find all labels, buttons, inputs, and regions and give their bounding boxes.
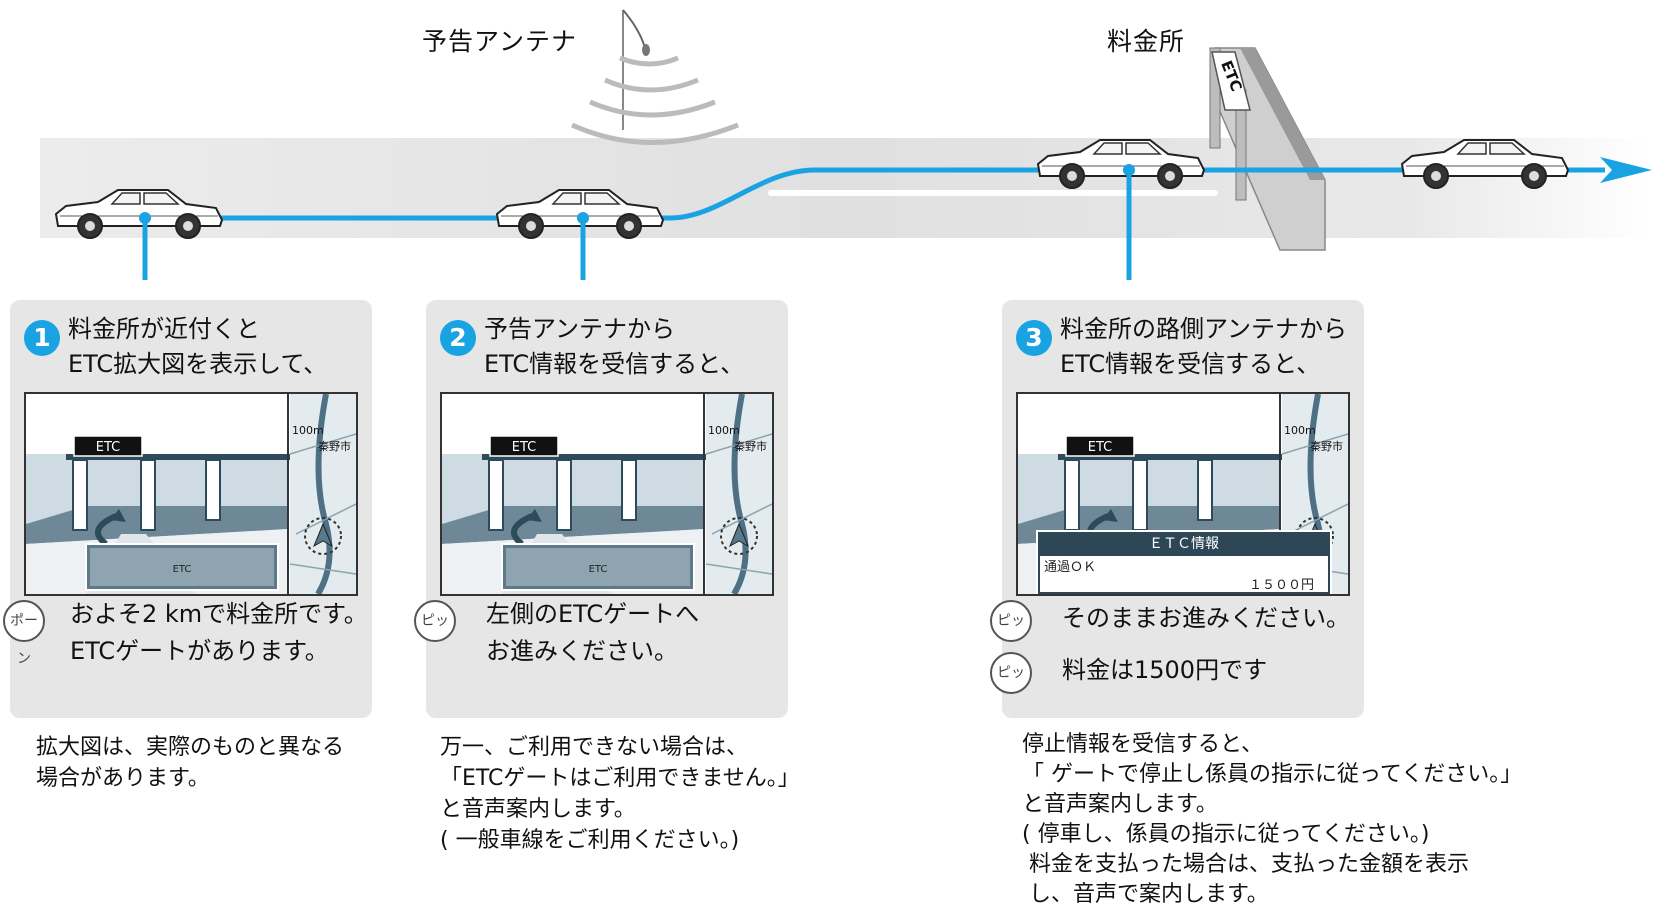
voice-message: およそ2 kmで料金所です。 ETCゲートがあります。	[70, 600, 368, 665]
voice-beep-icon: ピッ	[414, 600, 456, 642]
etc-zoom-screen: ETC 100m 秦野市 ＥＴＣ情報 通過ＯＫ １５００円	[1016, 392, 1350, 596]
route-line	[145, 167, 1605, 221]
voice-message: そのままお進みください。	[1062, 604, 1350, 632]
road	[40, 138, 1650, 238]
etc-info-status: 通過ＯＫ	[1044, 560, 1097, 575]
step-panel-3: 3 料金所の路側アンテナから ETC情報を受信すると、 ETC 100m 秦野市	[990, 300, 1364, 718]
note-3: 停止情報を受信すると、 「 ゲートで停止し係員の指示に従ってください。」 と音声…	[1022, 732, 1523, 907]
step-title: 予告アンテナから ETC情報を受信すると、	[484, 315, 745, 378]
antenna-label: 予告アンテナ	[422, 27, 578, 56]
step-panel-1: 1 料金所が近付くと ETC拡大図を表示して、 ETC 100m 秦野市	[3, 300, 372, 718]
map-scale: 100m	[1284, 424, 1316, 437]
tollgate-icon: ETC	[1209, 47, 1326, 251]
voice-message: 左側のETCゲートへ お進みください。	[486, 600, 700, 665]
step-title: 料金所の路側アンテナから ETC情報を受信すると、	[1060, 315, 1348, 378]
etc-zoom-screen: ETC 100m 秦野市 ETC	[24, 392, 358, 596]
etc-info-title: ＥＴＣ情報	[1149, 536, 1219, 552]
map-city: 秦野市	[318, 439, 351, 453]
gate-sign-text: ETC	[96, 440, 120, 455]
etc-gate-illustration: ETC 100m 秦野市 ETC	[442, 394, 772, 594]
gate-sign-text: ETC	[512, 440, 536, 455]
etc-info-bar-icon: ETC	[589, 564, 608, 575]
etc-info-body: 通過ＯＫ １５００円	[1040, 556, 1328, 593]
tollgate-label: 料金所	[1107, 27, 1186, 56]
map-city: 秦野市	[734, 439, 767, 453]
step-number-badge: 1	[24, 320, 60, 356]
route-arrow-icon	[1600, 157, 1652, 183]
step-title: 料金所が近付くと ETC拡大図を表示して、	[68, 315, 328, 378]
gate-sign-text: ETC	[1088, 440, 1112, 455]
note-2: 万一、ご利用できない場合は、 「ETCゲートはご利用できません。」 と音声案内し…	[440, 735, 800, 853]
voice-beep-icon: ピッ	[990, 600, 1032, 642]
voice-fee-message: 料金は1500円です	[1062, 656, 1268, 684]
map-city: 秦野市	[1310, 439, 1343, 453]
step-number-badge: 3	[1016, 320, 1052, 356]
etc-info-fee: １５００円	[1248, 578, 1314, 593]
voice-chime-icon: ポーン	[3, 600, 45, 667]
voice-beep-icon: ピッ	[990, 652, 1032, 694]
etc-zoom-screen: ETC 100m 秦野市 ETC	[440, 392, 774, 596]
map-scale: 100m	[292, 424, 324, 437]
road-scene: ETC	[40, 9, 1652, 280]
map-scale: 100m	[708, 424, 740, 437]
etc-gate-illustration: ETC 100m 秦野市 ETC	[26, 394, 356, 594]
step-panel-2: 2 予告アンテナから ETC情報を受信すると、 ETC 100m 秦野市	[414, 300, 788, 718]
etc-info-bar-icon: ETC	[173, 564, 192, 575]
step-number-badge: 2	[440, 320, 476, 356]
etc-info-popup: ＥＴＣ情報 通過ＯＫ １５００円	[1036, 530, 1332, 594]
lane-marking	[768, 190, 1218, 196]
note-1: 拡大図は、実際のものと異なる 場合があります。	[36, 735, 345, 791]
antenna-icon	[570, 9, 739, 145]
